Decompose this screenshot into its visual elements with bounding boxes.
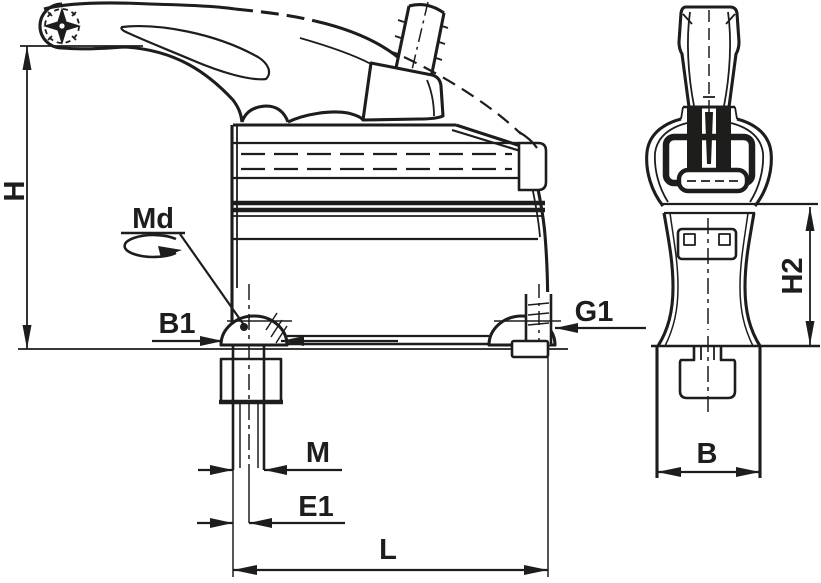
arrowhead <box>210 465 233 475</box>
dim-label-h: H <box>0 181 31 202</box>
dim-label-g1: G1 <box>575 296 614 328</box>
arrowhead <box>158 246 182 258</box>
end-view <box>645 5 820 478</box>
arrowhead <box>281 336 304 346</box>
bar-end-tab <box>517 141 548 192</box>
dim-label-b1: B1 <box>158 308 195 340</box>
dimension-g1: G1 <box>555 296 646 333</box>
arrowhead <box>805 321 815 345</box>
dim-label-md: Md <box>132 203 174 235</box>
torque-arrow-icon <box>123 233 177 259</box>
pivot-dashed-ring <box>44 8 80 44</box>
dim-label-h2: H2 <box>777 257 809 294</box>
arm-cutout <box>120 25 271 81</box>
md-leader-dot <box>240 323 248 331</box>
dim-label-b: B <box>697 438 718 470</box>
end-waist <box>656 212 762 347</box>
arrowhead <box>249 518 272 528</box>
arrowhead <box>22 325 32 349</box>
end-base <box>651 336 820 478</box>
mounting-boss <box>487 284 561 577</box>
spindle-nut <box>219 357 283 404</box>
bar-slot <box>676 227 738 261</box>
handle-grip <box>361 61 445 122</box>
arrowhead <box>200 336 223 346</box>
dimension-md: Md <box>121 203 245 326</box>
arrowhead <box>210 518 233 528</box>
boss-nut <box>510 339 550 359</box>
clamping-spindle <box>219 284 292 577</box>
arrowhead <box>805 207 815 231</box>
arrowhead <box>233 565 257 575</box>
arrowhead <box>264 465 287 475</box>
arrowhead <box>555 323 578 333</box>
dim-label-l: L <box>379 534 397 566</box>
arrowhead <box>736 467 760 477</box>
dimension-b1: B1 <box>152 308 398 346</box>
md-leader <box>179 233 245 326</box>
end-wings <box>645 117 773 207</box>
boss-dome-hatched <box>487 314 557 347</box>
dimensions: H Md B1 G1 M E1 <box>0 45 815 575</box>
open-position-dashes <box>403 56 522 135</box>
clamp-arm <box>38 1 538 149</box>
dimension-m: M <box>198 437 342 475</box>
end-grip <box>677 5 741 130</box>
dimension-l: L <box>233 534 548 575</box>
arrowhead <box>22 46 32 70</box>
dimension-h2: H2 <box>777 207 815 345</box>
end-bar-bracket <box>662 108 756 194</box>
clamp-body <box>230 123 550 346</box>
dimension-e1: E1 <box>197 491 345 528</box>
dim-label-e1: E1 <box>298 491 333 523</box>
dim-label-m: M <box>306 437 330 469</box>
dimension-b: B <box>657 438 760 477</box>
arrowhead <box>657 467 681 477</box>
dimension-h: H <box>0 45 143 349</box>
side-view <box>18 1 568 577</box>
arrowhead <box>524 565 548 575</box>
